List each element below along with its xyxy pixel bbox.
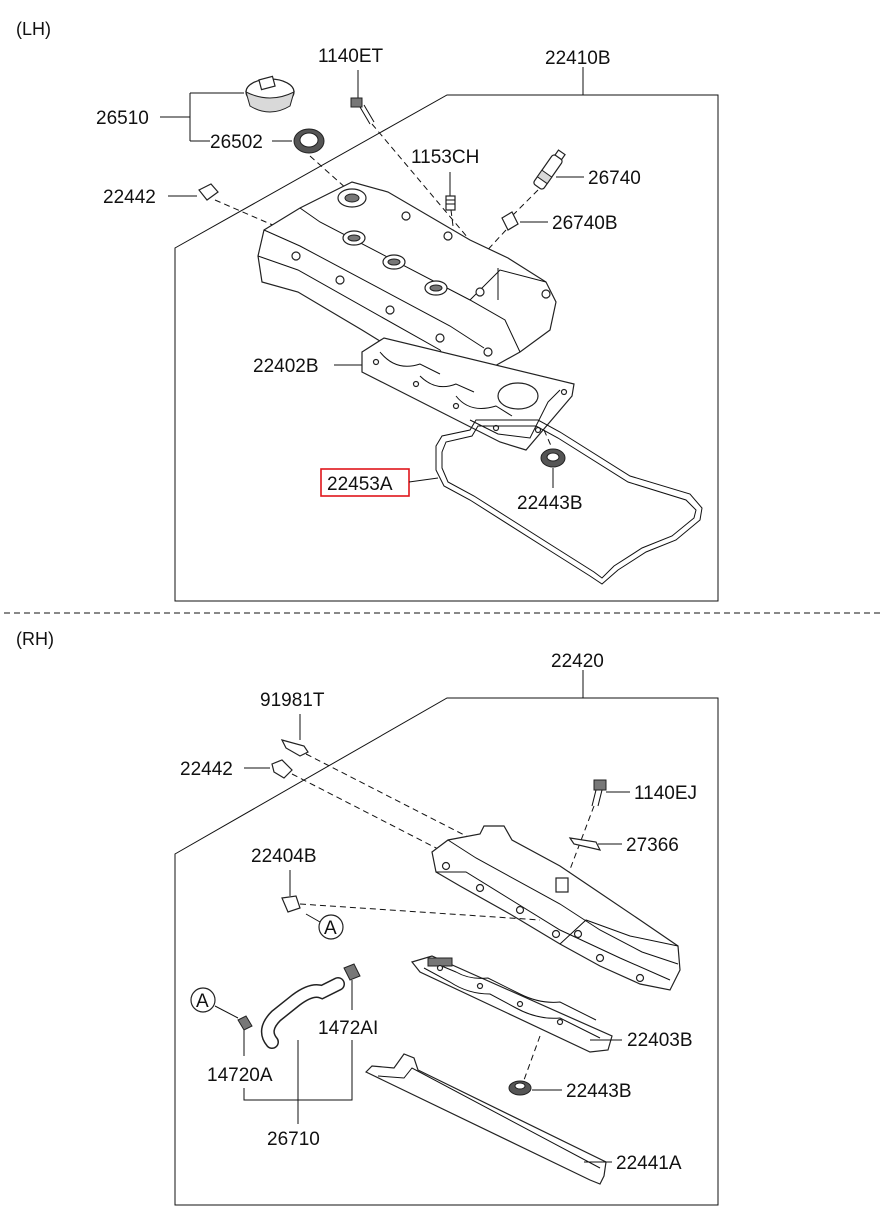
insulator-22442-lh <box>198 183 219 201</box>
part-label-14720a[interactable]: 14720A <box>207 1065 273 1086</box>
cap-gasket-26502 <box>293 128 325 154</box>
breather-hose-26710 <box>260 977 345 1049</box>
seal-22443b-rh <box>508 1080 532 1096</box>
oil-filler-cap-26510 <box>245 75 295 113</box>
clip-27366 <box>568 837 602 851</box>
clamp-14720a <box>237 1015 253 1031</box>
insulator-22442-rh <box>271 759 293 779</box>
pcv-valve-26740 <box>533 149 566 190</box>
part-label-91981t[interactable]: 91981T <box>260 690 325 711</box>
part-label-22453a[interactable]: 22453A <box>327 474 393 495</box>
dash-22443b-rh <box>523 1035 541 1081</box>
dash-1153ch <box>450 209 456 243</box>
part-label-22410b[interactable]: 22410B <box>545 48 611 69</box>
part-label-1153ch[interactable]: 1153CH <box>411 147 479 168</box>
highlight-box-22453a <box>320 468 410 497</box>
section-label-rh: (RH) <box>16 629 54 649</box>
clip-91981t <box>280 739 309 757</box>
nipple-22404b <box>281 895 301 913</box>
part-label-22420[interactable]: 22420 <box>551 651 604 672</box>
part-label-27366[interactable]: 27366 <box>626 835 679 856</box>
part-label-1140et[interactable]: 1140ET <box>318 46 384 67</box>
svg-text:A: A <box>324 918 337 939</box>
part-label-26502[interactable]: 26502 <box>210 132 263 153</box>
part-label-22441a[interactable]: 22441A <box>616 1153 682 1174</box>
dash-22443b-lh <box>543 429 553 449</box>
dash-1140ej <box>565 805 595 881</box>
dash-22404b <box>299 903 541 921</box>
plug-1153ch <box>445 195 456 211</box>
part-label-22443b-rh[interactable]: 22443B <box>566 1081 632 1102</box>
leader-marker-a-2 <box>214 1005 239 1019</box>
dash-22442-rh <box>291 773 441 851</box>
rocker-cover-rh <box>431 825 681 991</box>
part-label-22402b[interactable]: 22402B <box>253 356 319 377</box>
baffle-plate-22403b <box>410 955 613 1053</box>
part-label-1140ej[interactable]: 1140EJ <box>634 783 697 804</box>
part-label-1472ai[interactable]: 1472AI <box>318 1018 378 1039</box>
part-label-22404b[interactable]: 22404B <box>251 846 317 867</box>
dash-1140et <box>371 123 469 239</box>
seal-22443b-lh <box>540 448 566 468</box>
leader-22453a <box>408 477 439 483</box>
reference-marker-a-1: A <box>318 914 344 940</box>
bolt-1140ej <box>591 779 607 807</box>
section-label-lh: (LH) <box>16 19 51 39</box>
rocker-cover-lh <box>257 181 557 383</box>
svg-text:A: A <box>196 991 209 1012</box>
part-label-26740b[interactable]: 26740B <box>552 213 618 234</box>
cover-gasket-22453a <box>435 419 703 585</box>
part-label-22442-rh[interactable]: 22442 <box>180 759 233 780</box>
part-label-22443b-lh[interactable]: 22443B <box>517 493 583 514</box>
dash-22442-lh <box>214 199 276 227</box>
dash-91981t <box>305 753 471 839</box>
clamp-1472ai <box>343 963 361 981</box>
dash-26502 <box>309 155 349 191</box>
part-label-26710[interactable]: 26710 <box>267 1129 320 1150</box>
baffle-plate-22402b <box>361 337 575 451</box>
dash-26740b <box>481 229 507 257</box>
leader-26510 <box>160 92 244 142</box>
cover-gasket-22441a <box>364 1053 607 1185</box>
part-label-22403b[interactable]: 22403B <box>627 1030 693 1051</box>
part-label-26510[interactable]: 26510 <box>96 108 149 129</box>
leader-marker-a-1 <box>305 913 321 923</box>
part-label-22442-lh[interactable]: 22442 <box>103 187 156 208</box>
grommet-26740b <box>501 211 519 231</box>
bolt-1140et <box>350 97 375 125</box>
reference-marker-a-2: A <box>190 987 216 1013</box>
dash-26740 <box>509 189 539 219</box>
part-label-26740[interactable]: 26740 <box>588 168 641 189</box>
